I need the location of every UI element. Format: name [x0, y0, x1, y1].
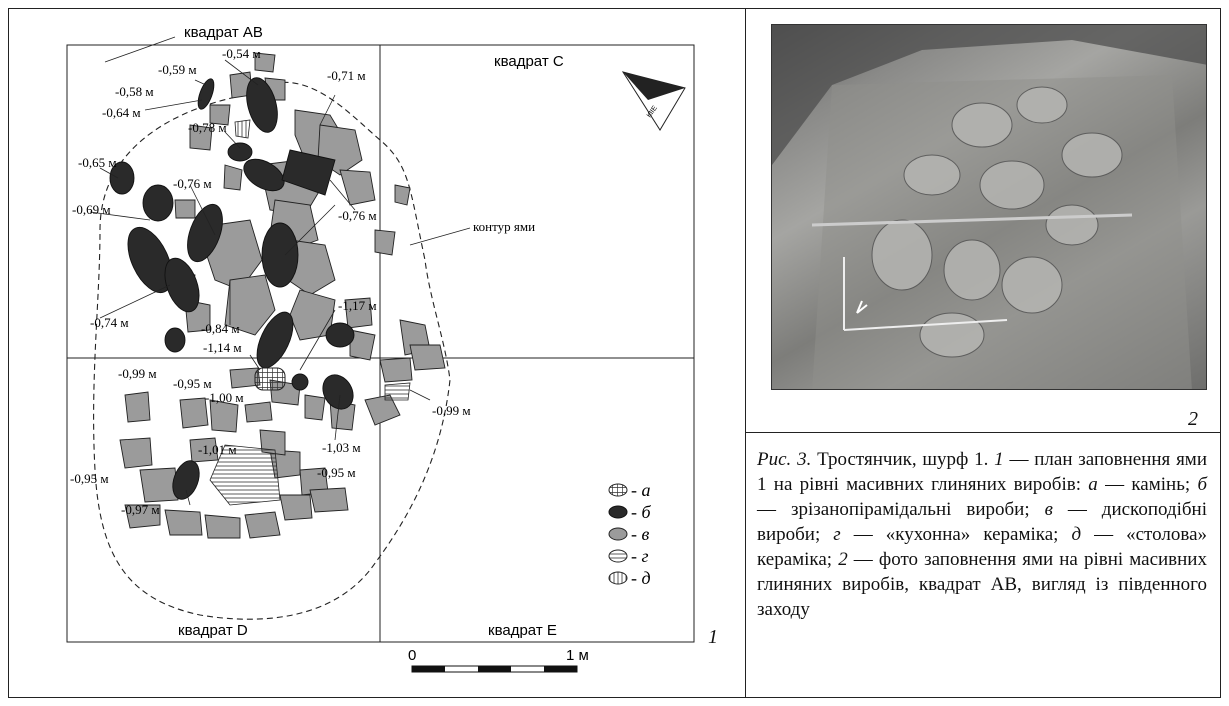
caption-text: — камінь; — [1097, 474, 1198, 495]
square-c-label: квадрат С — [494, 53, 564, 70]
depth-label: -1,00 м — [205, 390, 244, 405]
pyramidal-items — [109, 77, 355, 500]
legend-swatch-table — [608, 571, 628, 585]
square-e-label: квадрат E — [488, 622, 557, 639]
caption-fig-label: Рис. 3. — [757, 449, 812, 470]
stone-item — [254, 367, 286, 391]
caption-ref: а — [1088, 474, 1098, 495]
panel-divider — [745, 8, 746, 698]
square-ab-label: квадрат АВ — [184, 24, 263, 41]
depth-label: -0,64 м — [102, 105, 141, 120]
pit-contour — [93, 81, 451, 620]
legend-label: - д — [631, 568, 651, 588]
depth-label: -0,99 м — [118, 366, 157, 381]
caption-ref: 2 — [838, 549, 848, 570]
depth-label: -1,14 м — [203, 340, 242, 355]
depth-label: -0,95 м — [317, 465, 356, 480]
depth-label: -1,03 м — [322, 440, 361, 455]
caption-ref: б — [1197, 474, 1207, 495]
caption-ref: д — [1071, 524, 1082, 545]
caption-ref: 1 — [994, 449, 1004, 470]
north-arrow-icon: КІІЕ — [621, 71, 686, 131]
depth-labels: -0,54 м -0,59 м -0,58 м -0,64 м -0,71 м … — [70, 46, 471, 517]
pit-contour-label: контур ями — [473, 219, 535, 234]
kitchen-ceramics-2 — [384, 382, 411, 401]
kitchen-ceramics — [209, 444, 281, 506]
depth-label: -1,17 м — [338, 298, 377, 313]
caption-text: Тростянчик, шурф 1. — [811, 449, 995, 470]
panel-2-number: 2 — [1188, 408, 1198, 430]
caption-ref: в — [1044, 499, 1053, 520]
depth-label: -0,84 м — [201, 321, 240, 336]
legend-label: - б — [631, 502, 651, 522]
legend-label: - а — [631, 480, 651, 500]
table-ceramics — [234, 119, 251, 139]
caption-text: — «столова» кераміка; — [757, 524, 1207, 570]
scale-bar: 0 1 м — [408, 647, 589, 673]
depth-label: -0,58 м — [115, 84, 154, 99]
leader-lines — [89, 36, 471, 506]
excavation-photo — [771, 24, 1207, 390]
scale-start: 0 — [408, 647, 416, 664]
scale-end: 1 м — [566, 647, 589, 664]
legend-swatch-pyramidal — [608, 505, 628, 519]
legend-label: - г — [631, 546, 649, 566]
depth-label: -0,76 м — [173, 176, 212, 191]
discoid-items — [119, 52, 446, 539]
depth-label: -0,74 м — [90, 315, 129, 330]
square-d-label: квадрат D — [178, 622, 248, 639]
depth-label: -0,59 м — [158, 62, 197, 77]
caption-text: — дископодібні вироби; — [757, 499, 1207, 545]
legend-swatch-stone — [608, 483, 628, 497]
caption-text: — «кухонна» кераміка; — [840, 524, 1072, 545]
caption-text: — зрізанопірамідальні вироби; — [757, 499, 1045, 520]
excavation-plan: квадрат АВ квадрат С квадрат D квадрат E… — [66, 24, 695, 673]
legend-swatch-kitchen — [608, 549, 628, 563]
depth-label: -0,78 м — [188, 120, 227, 135]
depth-label: -0,65 м — [78, 155, 117, 170]
depth-label: -0,76 м — [338, 208, 377, 223]
caption-text: — план заповнення ями 1 на рівні масивни… — [757, 449, 1208, 495]
depth-label: -0,97 м — [121, 502, 160, 517]
figure-caption: Рис. 3. Тростянчик, шурф 1. 1 — план зап… — [757, 447, 1207, 622]
depth-label: -0,71 м — [327, 68, 366, 83]
legend: - а - б - в - г - д — [608, 480, 651, 588]
legend-label: - в — [631, 524, 649, 544]
depth-label: -0,99 м — [432, 403, 471, 418]
caption-ref: г — [833, 524, 841, 545]
depth-label: -0,95 м — [173, 376, 212, 391]
depth-label: -0,95 м — [70, 471, 109, 486]
legend-swatch-discoid — [608, 527, 628, 541]
caption-divider — [745, 432, 1221, 433]
depth-label: -1,01 м — [198, 442, 237, 457]
figure-frame — [8, 8, 1221, 698]
depth-label: -0,54 м — [222, 46, 261, 61]
caption-text: — фото заповнення ями на рівні масивних … — [757, 549, 1207, 620]
depth-label: -0,69 м — [72, 202, 111, 217]
panel-1-number: 1 — [708, 626, 718, 648]
